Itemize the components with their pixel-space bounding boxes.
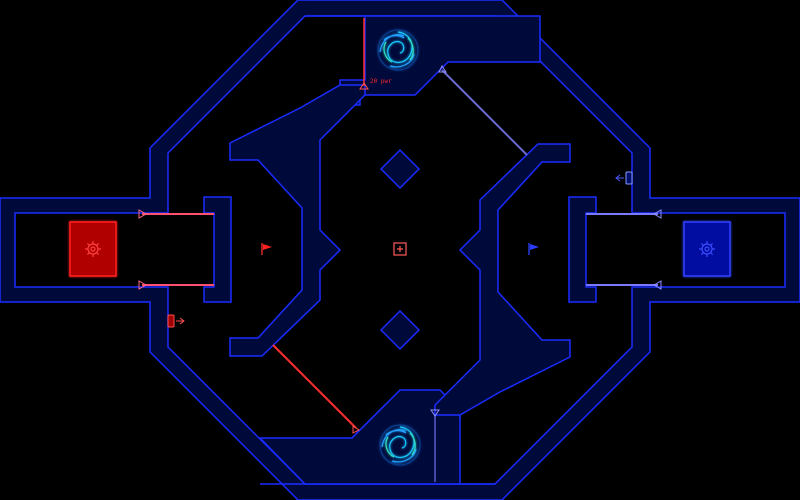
blue-diagonal-laser xyxy=(441,69,528,156)
red-diagonal-laser xyxy=(272,344,357,429)
right-inner-barrier xyxy=(434,143,571,416)
turret-icon xyxy=(430,409,440,417)
gear-emblem-icon xyxy=(699,241,715,257)
blue-player-ship xyxy=(615,171,633,185)
turret-icon xyxy=(652,209,662,219)
flag-icon xyxy=(261,243,272,255)
right-gate-pillar xyxy=(568,196,597,303)
turret-icon xyxy=(438,65,447,73)
left-inner-barrier xyxy=(229,84,366,357)
gear-emblem-icon xyxy=(85,241,101,257)
red-turret-tag: 20 pwr xyxy=(370,78,392,85)
red-base xyxy=(69,221,117,277)
flag-icon xyxy=(528,243,539,255)
center-diamond-bottom xyxy=(379,309,421,351)
left-gate-pillar xyxy=(203,196,232,303)
turret-icon xyxy=(652,280,662,290)
blue-base xyxy=(683,221,731,277)
red-player-ship xyxy=(167,314,185,328)
center-diamond-top xyxy=(379,148,421,190)
turret-icon xyxy=(352,425,360,434)
swirl-portal-icon xyxy=(377,29,419,71)
turret-icon xyxy=(138,280,148,290)
center-target-icon xyxy=(393,242,407,256)
swirl-portal-icon xyxy=(379,424,421,466)
turret-icon xyxy=(359,82,369,90)
bottom-corridor-block xyxy=(258,389,461,485)
turret-icon xyxy=(138,209,148,219)
